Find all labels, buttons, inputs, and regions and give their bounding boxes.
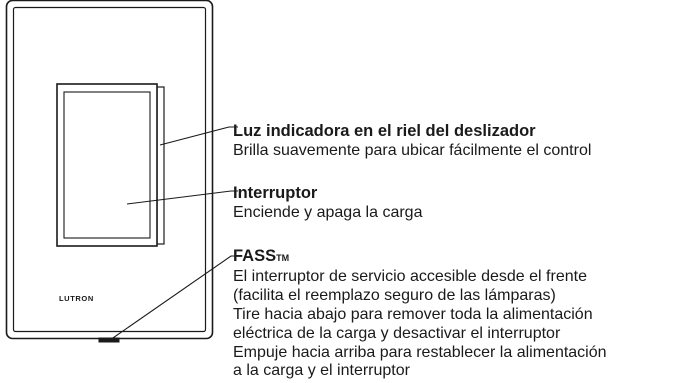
callout-switch-line: Enciende y apaga la carga (233, 204, 423, 221)
callout-fass-line: eléctrica de la carga y desactivar el in… (233, 324, 561, 342)
callout-fass-line: (facilita el reemplazo seguro de las lám… (233, 286, 556, 304)
callout-fass-line: Tire hacia abajo para remover toda la al… (233, 305, 593, 323)
wallplate-inner (12, 6, 207, 333)
callout-fass-line: Empuje hacia arriba para restablecer la … (233, 343, 607, 361)
lutron-logo: LUTRON (59, 294, 94, 303)
leader-line-led (159, 126, 238, 146)
callout-switch-title: Interruptor (233, 184, 318, 202)
rocker-switch-inner (63, 91, 151, 239)
callout-fass-title: FASSTM (233, 247, 607, 268)
callout-led-title: Luz indicadora en el riel del deslizador (233, 122, 536, 140)
callout-led-indicator: Luz indicadora en el riel del deslizador… (233, 122, 591, 160)
callout-fass-line: El interruptor de servicio accesible des… (233, 267, 587, 285)
led-rail (156, 86, 165, 245)
leader-line-fass (109, 255, 238, 341)
fass-title-text: FASS (233, 247, 277, 265)
fass-tab (98, 337, 120, 343)
callout-switch: Interruptor Enciende y apaga la carga (233, 184, 422, 222)
fass-trademark: TM (276, 253, 290, 263)
callout-led-line: Brilla suavemente para ubicar fácilmente… (233, 142, 592, 159)
callout-fass: FASSTM El interruptor de servicio accesi… (233, 247, 607, 381)
callout-fass-line: a la carga y el interruptor (233, 362, 410, 380)
leader-line-switch (126, 190, 238, 205)
